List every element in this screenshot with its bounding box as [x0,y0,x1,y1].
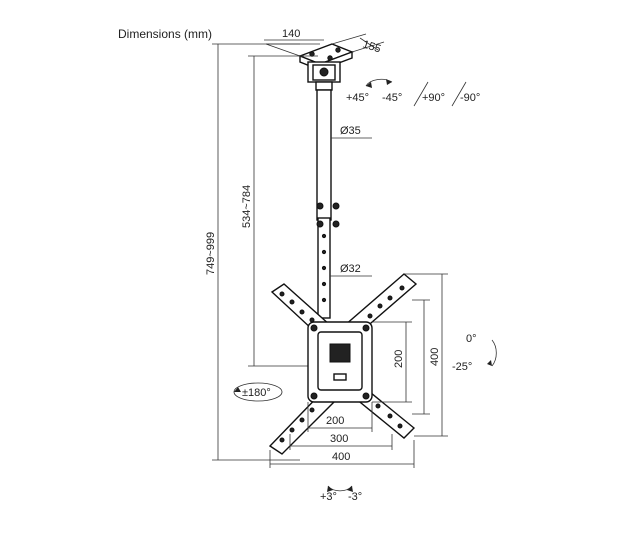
tilt-indicator: 0° -25° [452,333,497,373]
pole-height-dimension: 534~784 [241,55,318,367]
arrow-icon [347,486,353,492]
rotation-indicator: +45° -45° +90° -90° [346,78,480,107]
level-right-label: -3° [348,491,362,503]
pole-upper [316,89,332,221]
tilt-positive-label: +90° [422,92,445,104]
vesa-horizontal-max-label: 400 [332,451,350,463]
tilt-negative-label: -90° [460,92,480,104]
ceiling-bracket [307,61,341,91]
pole-diameter-lower: Ø32 [330,263,372,277]
rotation-left-label: +45° [346,92,369,104]
total-height-label: 749~999 [205,232,217,275]
arrow-icon [327,486,333,492]
upper-diameter-label: Ø35 [340,125,361,137]
tilt-up-label: 0° [466,333,477,345]
arrow-icon [234,387,241,392]
vesa-vertical-inner-label: 200 [393,350,405,368]
diagram-title: Dimensions (mm) [118,27,212,41]
vesa-vertical-dimensions: 200 400 [372,273,448,437]
pole-knob [332,220,340,228]
pole-height-label: 534~784 [241,185,253,228]
level-adjust-indicator: +3° -3° [320,485,362,503]
pole-lower [317,217,331,319]
pole-knob [316,220,324,228]
plate-width-label: 140 [282,28,300,40]
swivel-label: ±180° [242,387,271,399]
vesa-horizontal-middle-label: 300 [330,433,348,445]
arrow-icon [386,79,392,85]
plate-dimensions: 140 155 [264,28,385,57]
tilt-down-label: -25° [452,361,472,373]
vesa-horizontal-dimensions: 200 300 400 [269,402,415,468]
pole-knob [332,202,340,210]
swivel-indicator: ±180° [233,382,283,402]
pole-knob [316,202,324,210]
arrow-icon [366,82,372,88]
pole-diameter-upper: Ø35 [331,125,372,139]
plate-depth-label: 155 [361,38,382,55]
vesa-center-plate [307,321,373,403]
total-height-dimension: 749~999 [205,43,300,461]
arrow-icon [487,360,492,366]
rotation-right-label: -45° [382,92,402,104]
lower-diameter-label: Ø32 [340,263,361,275]
level-left-label: +3° [320,491,337,503]
vesa-vertical-max-label: 400 [429,348,441,366]
vesa-horizontal-inner-label: 200 [326,415,344,427]
